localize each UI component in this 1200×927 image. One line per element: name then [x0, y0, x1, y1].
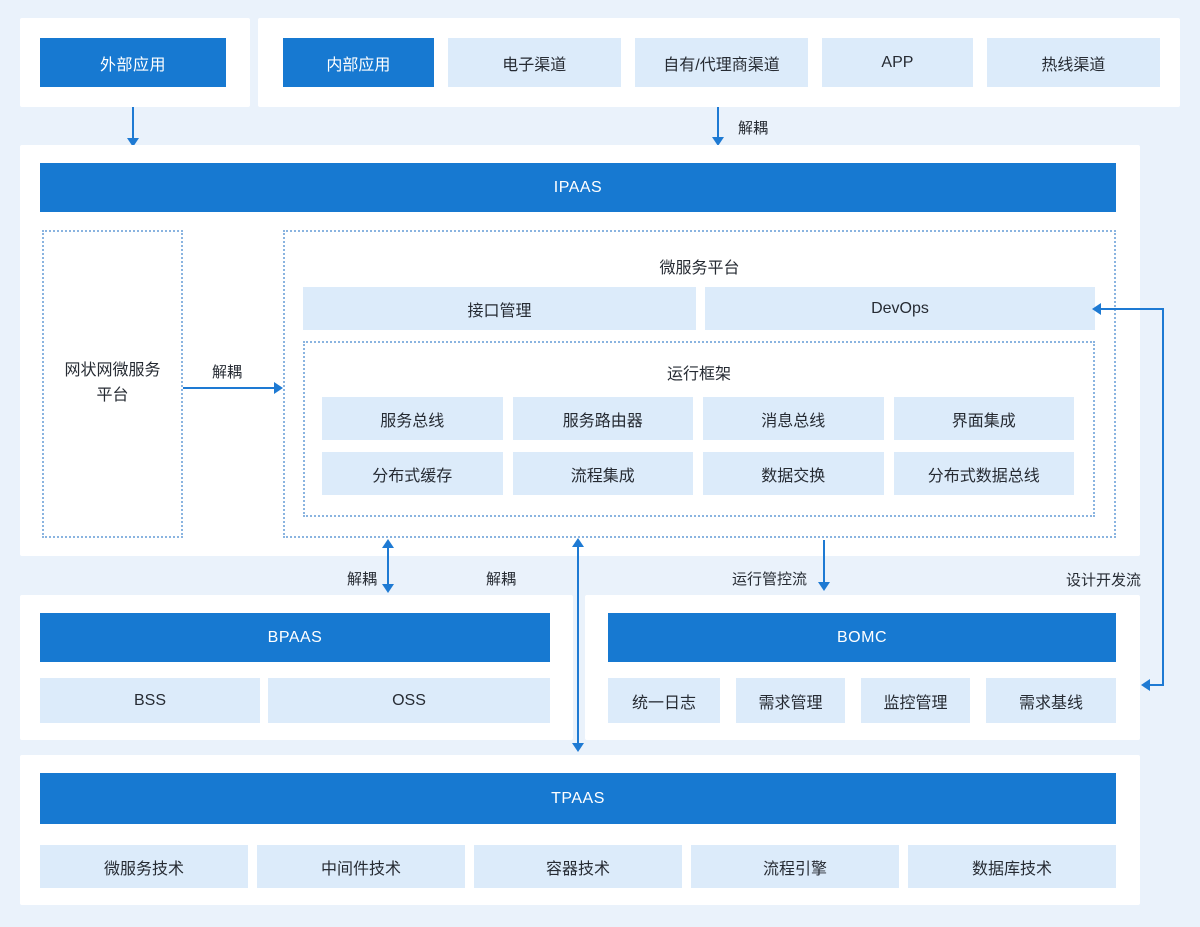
service-router-box: 服务路由器 — [512, 397, 693, 440]
requirement-baseline-box: 需求基线 — [986, 678, 1116, 723]
microservice-platform-title: 微服务平台 — [659, 260, 740, 277]
arrow-channels-to-ipaas-head — [712, 137, 724, 146]
ipaas-bar: IPAAS — [40, 163, 1116, 212]
data-exchange-box: 数据交换 — [703, 452, 884, 495]
message-bus-box: 消息总线 — [703, 397, 884, 440]
decouple-label-mesh: 解耦 — [212, 364, 243, 381]
interface-mgmt-box: 接口管理 — [303, 287, 696, 330]
decouple-tpaas-head-down — [572, 743, 584, 752]
design-flow-bottom-line — [1149, 684, 1164, 686]
requirement-mgmt-box: 需求管理 — [736, 678, 845, 723]
oss-box: OSS — [268, 678, 550, 723]
distributed-data-bus-box: 分布式数据总线 — [893, 452, 1074, 495]
channel-box-agent: 自有/代理商渠道 — [634, 38, 809, 87]
distributed-cache-box: 分布式缓存 — [322, 452, 503, 495]
bpaas-items: BSS OSS — [40, 678, 550, 723]
runtime-framework-title: 运行框架 — [666, 366, 731, 383]
arrow-external-to-ipaas-line — [132, 107, 134, 139]
tpaas-panel: TPAAS 微服务技术 中间件技术 容器技术 流程引擎 数据库技术 — [20, 755, 1140, 905]
bss-box: BSS — [40, 678, 260, 723]
mesh-platform-label: 网状网微服务平台 — [64, 362, 161, 404]
decouple-tpaas-head-up — [572, 538, 584, 547]
internal-app-box: 内部应用 — [283, 38, 434, 87]
arrow-external-to-ipaas-head — [127, 138, 139, 147]
tpaas-bar: TPAAS — [40, 773, 1116, 824]
channel-box-app: APP — [822, 38, 973, 87]
bpaas-bar: BPAAS — [40, 613, 550, 662]
decouple-tpaas-line — [577, 545, 579, 745]
channels-panel: 内部应用 电子渠道 自有/代理商渠道 APP 热线渠道 — [258, 18, 1180, 107]
design-flow-label: 设计开发流 — [1066, 572, 1142, 589]
decouple-bpaas-head-down — [382, 584, 394, 593]
bomc-bar: BOMC — [608, 613, 1116, 662]
design-flow-head-bomc — [1141, 679, 1150, 691]
design-flow-top-line — [1100, 308, 1164, 310]
decouple-label-bpaas: 解耦 — [347, 571, 378, 588]
process-engine-box: 流程引擎 — [691, 845, 899, 888]
ui-integration-box: 界面集成 — [893, 397, 1074, 440]
middleware-tech-box: 中间件技术 — [257, 845, 465, 888]
bomc-items: 统一日志 需求管理 监控管理 需求基线 — [608, 678, 1116, 723]
microservice-tech-box: 微服务技术 — [40, 845, 248, 888]
service-bus-box: 服务总线 — [322, 397, 503, 440]
monitor-mgmt-box: 监控管理 — [861, 678, 970, 723]
external-app-panel: 外部应用 — [20, 18, 250, 107]
decouple-bpaas-line — [387, 546, 389, 586]
mesh-platform-box: 网状网微服务平台 — [42, 230, 183, 538]
process-integration-box: 流程集成 — [512, 452, 693, 495]
runtime-flow-head — [818, 582, 830, 591]
database-tech-box: 数据库技术 — [908, 845, 1116, 888]
bomc-panel: BOMC 统一日志 需求管理 监控管理 需求基线 — [585, 595, 1140, 740]
unified-log-box: 统一日志 — [608, 678, 720, 723]
external-app-box: 外部应用 — [40, 38, 226, 87]
runtime-flow-line — [823, 540, 825, 584]
bpaas-panel: BPAAS BSS OSS — [20, 595, 573, 740]
runtime-framework-box: 运行框架 服务总线 服务路由器 消息总线 界面集成 分布式缓存 流程集成 数据交… — [303, 341, 1095, 517]
runtime-row-1: 服务总线 服务路由器 消息总线 界面集成 — [322, 397, 1074, 440]
channel-box-electronic: 电子渠道 — [447, 38, 621, 87]
runtime-flow-label: 运行管控流 — [732, 571, 808, 588]
decouple-bpaas-head-up — [382, 539, 394, 548]
arrow-channels-to-ipaas-line — [717, 107, 719, 138]
devops-box: DevOps — [705, 287, 1095, 330]
arrow-mesh-line — [183, 387, 275, 389]
channel-box-hotline: 热线渠道 — [986, 38, 1160, 87]
microservice-platform-box: 微服务平台 接口管理 DevOps 运行框架 服务总线 服务路由器 消息总线 界… — [283, 230, 1116, 538]
arrow-mesh-head — [274, 382, 283, 394]
design-flow-head-devops — [1092, 303, 1101, 315]
design-flow-vertical-line — [1162, 308, 1164, 686]
container-tech-box: 容器技术 — [474, 845, 682, 888]
decouple-label-top: 解耦 — [738, 120, 769, 137]
runtime-row-2: 分布式缓存 流程集成 数据交换 分布式数据总线 — [322, 452, 1074, 495]
decouple-label-tpaas: 解耦 — [486, 571, 517, 588]
tpaas-items: 微服务技术 中间件技术 容器技术 流程引擎 数据库技术 — [40, 845, 1116, 888]
